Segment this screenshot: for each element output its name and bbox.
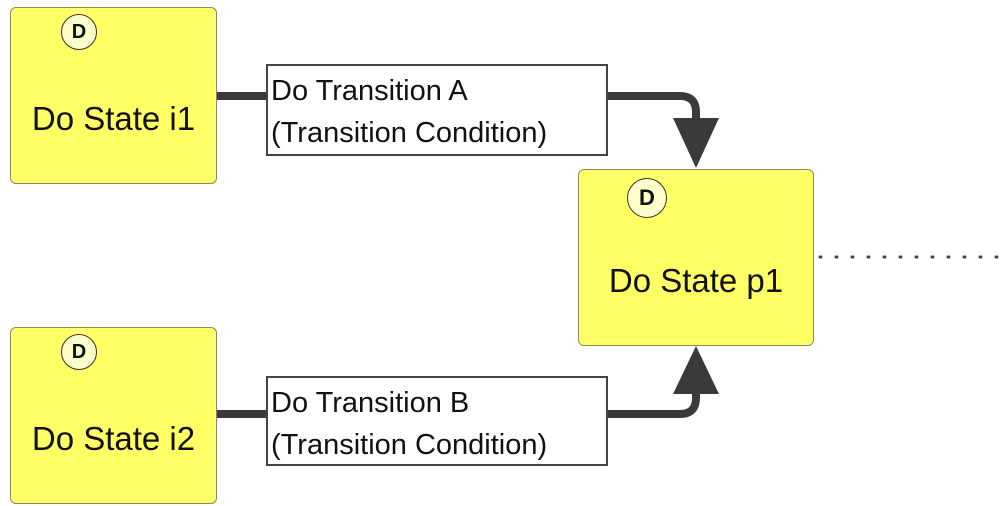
do-badge-icon: D	[61, 334, 97, 370]
state-label: Do State i2	[31, 420, 196, 457]
transition-condition: (Transition Condition)	[271, 429, 548, 461]
connector-b	[213, 376, 700, 418]
arrowhead-b	[673, 346, 719, 394]
transition-condition: (Transition Condition)	[271, 117, 548, 149]
transition-a[interactable]: Do Transition A (Transition Condition)	[266, 64, 608, 156]
state-i1[interactable]: D Do State i1	[10, 7, 217, 184]
connector-a	[213, 92, 700, 136]
do-badge-icon: D	[627, 178, 667, 218]
arrowhead-a	[673, 118, 719, 168]
do-badge-icon: D	[61, 14, 97, 50]
transition-b[interactable]: Do Transition B (Transition Condition)	[266, 376, 608, 466]
state-i2[interactable]: D Do State i2	[10, 327, 217, 504]
state-p1[interactable]: D Do State p1	[578, 169, 814, 346]
state-label: Do State p1	[608, 262, 784, 299]
transition-action: Do Transition A	[271, 75, 468, 107]
state-label: Do State i1	[31, 100, 196, 137]
transition-action: Do Transition B	[271, 387, 470, 419]
